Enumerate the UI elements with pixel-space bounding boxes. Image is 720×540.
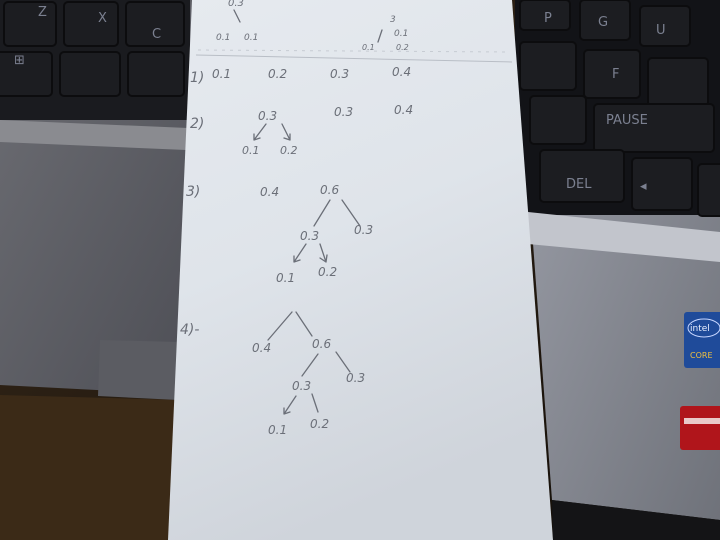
step-3-left-child: 0.3 [300,229,319,243]
step-4-leaf-right: 0.2 [310,417,329,431]
table-surface [0,395,180,540]
top-partial-diagram: 0.3 0.1 0.1 3 0.1 0.1 0.2 [216,0,409,52]
step-2-leaf-left: 0.1 [242,144,260,157]
key-pause: PAUSE [606,113,648,128]
partial-right-b: 0.1 [394,29,408,39]
key-g: G [598,15,608,30]
step-4-leaf-left: 0.1 [268,423,287,437]
step-4-top-left: 0.4 [252,341,271,355]
paper-sheet: 0.3 0.1 0.1 3 0.1 0.1 0.2 1) 0.1 0.2 0.3… [168,0,553,540]
step-1-label: 1) [190,70,204,86]
keyboard-right: P G U F PAUSE DEL ◂ [519,0,720,217]
step-1: 1) 0.1 0.2 0.3 0.4 [190,65,411,86]
step-2-other-1: 0.3 [334,105,353,119]
windows-key-icon: ⊞ [14,53,25,68]
step-2: 2) 0.3 0.1 0.2 0.3 0.4 [190,103,413,157]
step-3-label: 3) [186,184,200,200]
step-3-root: 0.6 [320,183,339,197]
step-1-value-1: 0.1 [212,67,231,81]
key-del: DEL [566,177,592,192]
laptop-left: Z X C ⊞ [0,0,200,400]
step-4-top-right: 0.6 [312,337,331,351]
partial-leaf-a: 0.1 [216,33,230,43]
partial-right-leaf-b: 0.2 [396,43,409,52]
key-c: C [152,27,161,42]
touchpad [98,340,180,400]
key-p: P [544,11,552,26]
step-4-label: 4)- [180,322,199,338]
key-u: U [656,23,666,38]
partial-leaf-b: 0.1 [244,33,258,43]
step-3-leaf-left: 0.1 [276,271,295,285]
keyboard-left: Z X C ⊞ [0,1,185,97]
intel-badge: intel CORE [684,312,720,368]
key-f: F [612,67,619,82]
intel-core-text: CORE [690,351,713,360]
step-3-lone: 0.4 [260,185,279,199]
step-4-mid-right: 0.3 [346,371,365,385]
step-4-mid-left: 0.3 [292,379,311,393]
red-sticker [680,406,720,450]
step-2-leaf-right: 0.2 [280,144,298,157]
arrow-left-key-icon: ◂ [640,179,647,194]
step-3: 3) 0.4 0.6 0.3 0.3 0.1 0.2 [186,183,373,285]
key-x: X [98,11,107,26]
partial-root: 0.3 [228,0,244,9]
partial-right-leaf-a: 0.1 [362,43,375,52]
step-4: 4)- 0.4 0.6 0.3 0.3 0.1 0.2 [180,311,365,437]
laptop-right: P G U F PAUSE DEL ◂ intel CORE [515,0,720,520]
intel-logo-text: intel [690,324,710,334]
step-1-value-4: 0.4 [392,65,411,79]
key-z: Z [38,5,47,20]
partial-right-a: 3 [390,15,396,25]
step-1-value-3: 0.3 [330,67,349,81]
step-1-value-2: 0.2 [268,67,287,81]
step-2-other-2: 0.4 [394,103,413,117]
step-3-right-child: 0.3 [354,223,373,237]
step-2-label: 2) [190,116,204,132]
step-3-leaf-right: 0.2 [318,265,337,279]
step-2-root: 0.3 [258,109,277,123]
